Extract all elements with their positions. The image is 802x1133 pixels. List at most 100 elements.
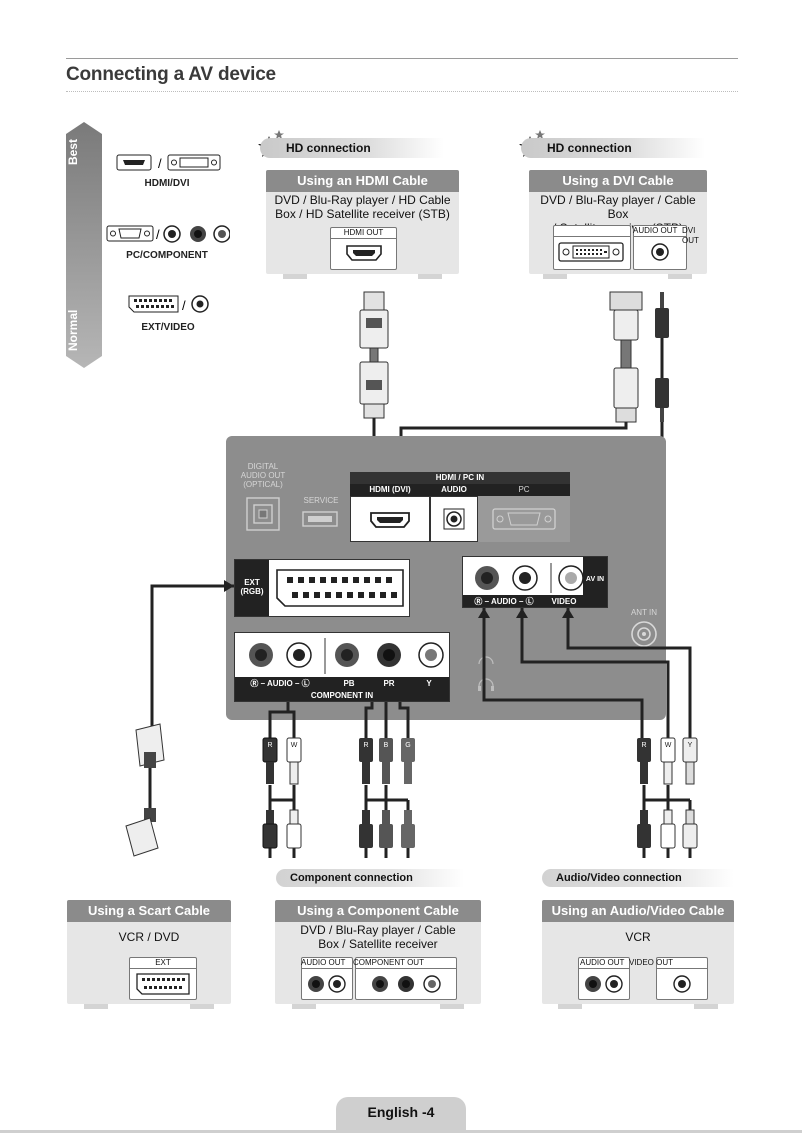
hdmi-source-heading: Using an HDMI Cable — [266, 170, 459, 192]
svg-text:/: / — [156, 227, 160, 242]
av-audio-label: Ⓡ – AUDIO – Ⓛ — [474, 597, 534, 606]
hdmi-cable — [359, 291, 389, 474]
hdmi-port-icon[interactable] — [369, 511, 411, 529]
vga-port-icon[interactable] — [492, 508, 556, 530]
pc-label: PC — [518, 485, 530, 494]
component-section-desc: DVD / Blu-Ray player / Cable Box / Satel… — [275, 923, 481, 951]
page-number: English -4 — [336, 1097, 466, 1133]
av-video-label: VIDEO — [551, 597, 577, 606]
scart-section-desc: VCR / DVD — [118, 930, 180, 944]
dvi-source-heading: Using a DVI Cable — [529, 170, 707, 192]
comp-pb-label: PB — [343, 679, 355, 688]
level-hdmi-dvi-label: HDMI/DVI — [144, 178, 190, 189]
av-section-desc: VCR — [625, 930, 651, 944]
component-section-box: Using a Component Cable DVD / Blu-Ray pl… — [275, 900, 481, 1004]
box-foot — [418, 274, 442, 279]
component-video-plugs-bottom — [359, 810, 415, 848]
box-foot — [292, 1004, 316, 1009]
optical-port-icon[interactable] — [246, 497, 280, 531]
port-divider — [302, 958, 352, 969]
scart-section-box: Using a Scart Cable VCR / DVD EXT — [67, 900, 231, 1004]
pc-component-port-icons: / — [106, 225, 230, 243]
av-section-box: Using an Audio/Video Cable VCR AUDIO OUT… — [542, 900, 734, 1004]
audio-out-port — [633, 225, 687, 270]
label-line: EXT — [244, 578, 260, 587]
ext-port: EXT — [129, 957, 197, 1000]
component-out-caption: COMPONENT OUT — [353, 958, 424, 967]
audio-jack-icon — [651, 243, 669, 261]
dvi-out-caption: DVI OUT — [682, 226, 699, 245]
dvi-port-icon — [558, 242, 624, 262]
page-title: Connecting a AV device — [66, 64, 276, 85]
audio-jack-icon[interactable] — [443, 508, 465, 530]
port-divider — [554, 226, 630, 237]
label-line: (OPTICAL) — [243, 480, 283, 489]
scart-port-icon — [136, 973, 190, 995]
component-in-port-box: Ⓡ – AUDIO – Ⓛ PB PR Y COMPONENT IN — [234, 632, 450, 702]
hdmi-pc-subheader: HDMI (DVI) AUDIO PC — [350, 484, 570, 496]
service-usb-port-icon[interactable] — [302, 511, 338, 527]
component-audio-plugs-top — [262, 737, 302, 785]
audio-jacks-icon — [308, 975, 346, 993]
av-in-label: AV IN — [585, 576, 605, 583]
box-foot — [190, 1004, 214, 1009]
av-in-port-box: Ⓡ – AUDIO – Ⓛ VIDEO AV IN — [462, 556, 608, 608]
svg-text:/: / — [182, 298, 186, 313]
antenna-port-icon[interactable] — [630, 620, 658, 648]
hdmi-hd-connection-tag: HD connection — [260, 138, 444, 158]
port-divider — [579, 958, 629, 969]
pc-port-box — [478, 496, 570, 542]
av-audio-out-port — [578, 957, 630, 1000]
desc-line: DVD / Blu-Ray player / Cable Box — [540, 193, 696, 221]
pc-audio-port-box — [430, 496, 478, 542]
hdmi-dvi-label: HDMI (DVI) — [369, 485, 411, 494]
hdmi-in-port-box — [350, 496, 430, 542]
plug-letter: G — [405, 742, 411, 749]
plug-letter: R — [363, 742, 369, 749]
label-line: (RGB) — [240, 587, 264, 596]
av-section-heading: Using an Audio/Video Cable — [542, 900, 734, 922]
av-video-out-caption: VIDEO OUT — [629, 958, 674, 967]
label-line: DIGITAL — [247, 462, 279, 471]
scart-port-icon[interactable] — [275, 568, 405, 608]
component-audio-out-port — [301, 957, 353, 1000]
headphone-icon — [478, 656, 494, 691]
box-foot — [543, 274, 567, 279]
video-jack-icon — [673, 975, 691, 993]
service-label: SERVICE — [303, 496, 339, 505]
hd-tag-label: HD connection — [547, 141, 632, 155]
av-audio-out-caption: AUDIO OUT — [580, 958, 625, 967]
title-underline — [66, 91, 738, 92]
av-video-out-port — [656, 957, 708, 1000]
av-plugs-top — [637, 737, 698, 785]
ant-in-label: ANT IN — [630, 608, 658, 617]
level-ext-video-label: EXT/VIDEO — [141, 322, 195, 333]
desc-line: DVD / Blu-Ray player / Cable — [300, 923, 456, 937]
hdmi-dvi-port-icons: / — [116, 154, 221, 171]
ext-label-area: EXT (RGB) — [235, 560, 269, 616]
av-arrow-heads — [478, 608, 574, 618]
port-caption: HDMI OUT — [331, 228, 396, 239]
av-in-label-bar: AV IN — [583, 557, 607, 607]
audio-out-caption: AUDIO OUT — [633, 226, 678, 235]
comp-audio-label-bar: Ⓡ – AUDIO – Ⓛ — [235, 677, 325, 689]
box-foot — [694, 1004, 718, 1009]
hdmi-pc-in-label: HDMI / PC IN — [435, 473, 485, 482]
scart-plug-bottom — [125, 808, 159, 857]
component-connection-tag: Component connection — [276, 869, 464, 887]
plug-letter: B — [383, 742, 389, 749]
svg-text:/: / — [158, 156, 162, 171]
av-connection-tag: Audio/Video connection — [542, 869, 734, 887]
component-in-label-bar: COMPONENT IN — [235, 689, 449, 701]
desc-line: Box / HD Satellite receiver (STB) — [275, 207, 450, 221]
component-video-plugs-top — [359, 738, 415, 784]
quality-scale-arrow — [66, 122, 102, 368]
component-section-heading: Using a Component Cable — [275, 900, 481, 922]
comp-y-label: Y — [426, 679, 432, 688]
av-in-jacks — [475, 563, 584, 593]
box-foot — [84, 1004, 108, 1009]
box-foot — [283, 274, 307, 279]
plug-letter: R — [641, 742, 647, 749]
